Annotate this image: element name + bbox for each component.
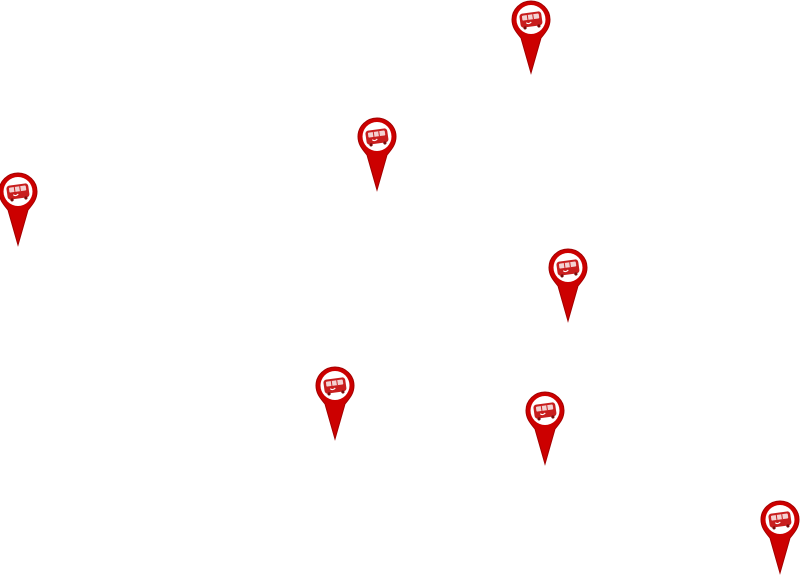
bus-pin-icon (525, 391, 565, 465)
bus-pin-icon (511, 0, 551, 74)
bus-pin-icon (357, 117, 397, 191)
bus-pin-icon (548, 248, 588, 322)
bus-pin-icon (0, 172, 38, 246)
bus-stop-marker[interactable] (548, 248, 588, 323)
bus-pin-icon (760, 500, 800, 574)
bus-stop-marker[interactable] (0, 172, 38, 247)
bus-stop-marker[interactable] (511, 0, 551, 75)
bus-stop-marker[interactable] (760, 500, 800, 575)
bus-stop-marker[interactable] (525, 391, 565, 466)
bus-stop-marker[interactable] (315, 366, 355, 441)
bus-pin-icon (315, 366, 355, 440)
bus-stop-marker[interactable] (357, 117, 397, 192)
